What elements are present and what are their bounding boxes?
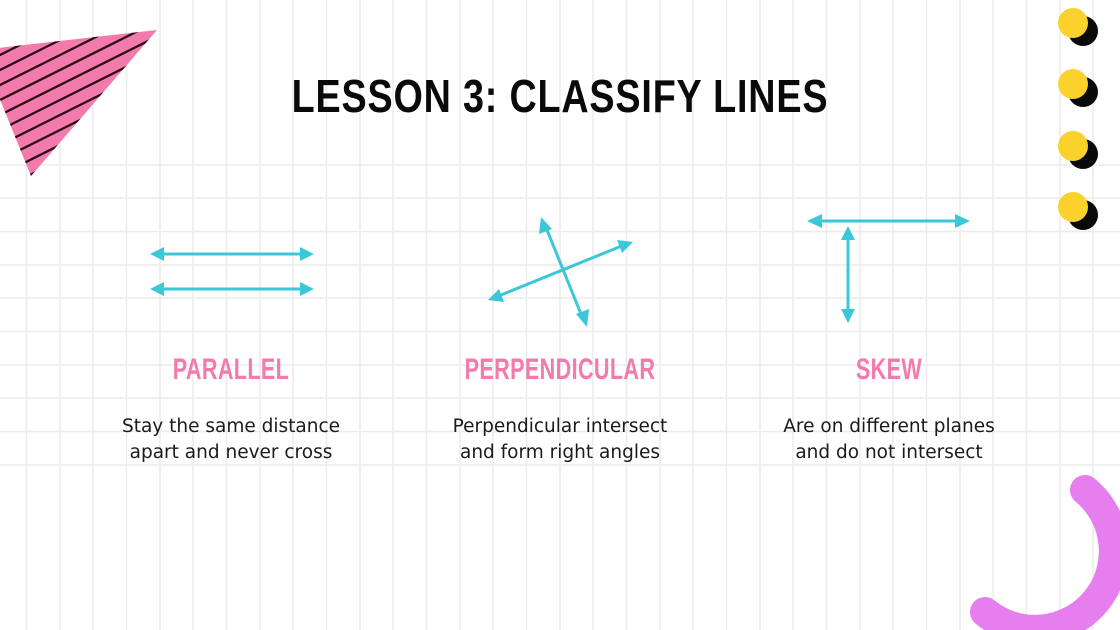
page-title: LESSON 3: CLASSIFY LINES	[291, 70, 829, 122]
label-perpendicular: PERPENDICULAR	[464, 353, 656, 386]
desc-line: Perpendicular intersect	[452, 416, 668, 437]
label-skew: SKEW	[855, 353, 923, 386]
desc-line: and do not intersect	[795, 442, 983, 463]
desc-line: Stay the same distance	[121, 416, 341, 437]
striped-triangle-icon	[0, 30, 157, 176]
desc-line: and form right angles	[459, 442, 660, 463]
perpendicular-lines-icon	[488, 217, 633, 327]
yellow-dots-icon	[1058, 8, 1098, 230]
column-perpendicular: PERPENDICULAR Perpendicular intersect an…	[410, 350, 710, 466]
desc-line: Are on different planes	[783, 416, 995, 437]
desc-skew: Are on different planes and do not inter…	[739, 414, 1039, 466]
desc-perpendicular: Perpendicular intersect and form right a…	[410, 414, 710, 466]
desc-line: apart and never cross	[129, 442, 333, 463]
parallel-lines-icon	[150, 247, 314, 296]
column-skew: SKEW Are on different planes and do not …	[739, 350, 1039, 466]
column-parallel: PARALLEL Stay the same distance apart an…	[81, 350, 381, 466]
skew-lines-icon	[807, 214, 970, 323]
desc-parallel: Stay the same distance apart and never c…	[81, 414, 381, 466]
label-parallel: PARALLEL	[172, 353, 290, 386]
